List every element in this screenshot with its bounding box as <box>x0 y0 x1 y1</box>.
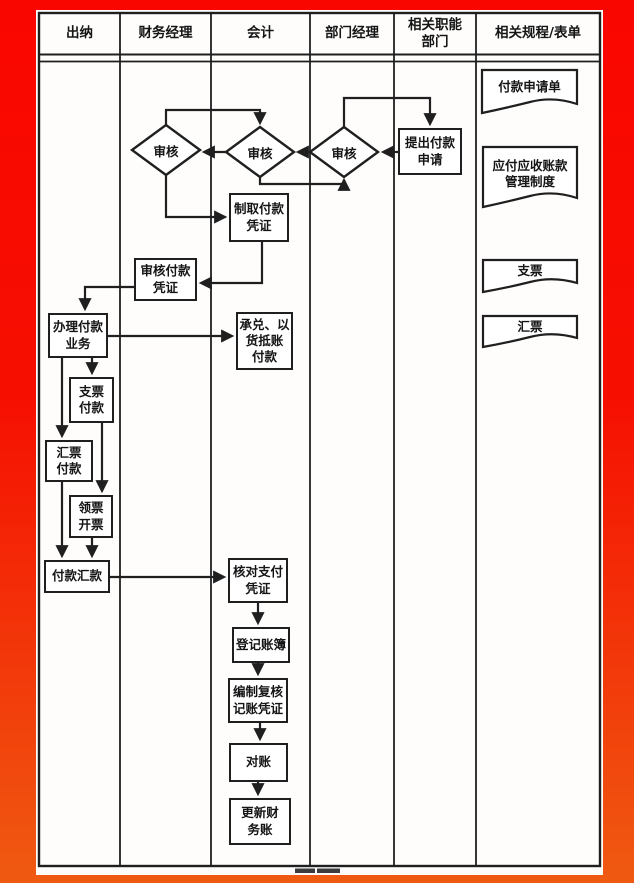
document-shapes <box>480 68 579 349</box>
doc-label-payment-application-form: 付款申请单 <box>498 78 561 94</box>
decision-label-review-finance-manager: 审核 <box>153 143 179 159</box>
dash-mark-left <box>295 868 315 873</box>
step-register-ledger: 登记账簿 <box>232 627 290 663</box>
doc-shape-payment-application-form <box>480 68 579 115</box>
lane-header-related-procedures-forms: 相关规程/表单 <box>495 25 581 42</box>
diamond-review-dept-manager <box>307 125 381 179</box>
step-prepare-payment-voucher: 制取付款 凭证 <box>229 193 289 242</box>
step-update-financial-accounts: 更新财 务账 <box>229 798 291 845</box>
step-prepare-review-bookkeeping-voucher: 编制复核 记账凭证 <box>228 678 288 723</box>
arrow-review-voucher-to-handle-payment <box>78 285 134 312</box>
arrow-finance-review-to-prepare-voucher <box>164 175 228 224</box>
decision-shapes <box>129 123 381 179</box>
lane-header-cashier: 出纳 <box>66 25 93 42</box>
step-cheque-payment: 支票 付款 <box>69 377 114 423</box>
dash-mark-right <box>317 868 340 873</box>
arrow-dept-review-back-to-submit <box>342 96 437 127</box>
doc-label-draft: 汇票 <box>517 318 543 334</box>
scrub-marks <box>295 868 340 873</box>
step-review-payment-voucher: 审核付款 凭证 <box>134 258 197 301</box>
doc-shape-cheque <box>481 258 579 294</box>
step-reconciliation: 对账 <box>229 743 288 782</box>
lane-header-accountant: 会计 <box>247 25 274 42</box>
decision-label-review-dept-manager: 审核 <box>331 145 357 161</box>
doc-shape-draft <box>481 314 579 349</box>
step-payment-remittance: 付款汇款 <box>44 560 110 593</box>
lane-header-finance-manager: 财务经理 <box>138 25 193 42</box>
swimlane-grid <box>37 11 602 868</box>
arrow-finance-review-back-to-accountant-review <box>164 108 267 126</box>
doc-label-ap-ar-management-policy: 应付应收账款 管理制度 <box>492 157 568 189</box>
table-outer-border <box>37 11 602 868</box>
decision-label-review-accountant: 审核 <box>247 145 273 161</box>
step-verify-payment-voucher: 核对支付 凭证 <box>228 558 288 603</box>
step-acceptance-goods-offset-payment: 承兑、以 货抵账 付款 <box>236 312 293 370</box>
doc-label-cheque: 支票 <box>517 262 543 278</box>
lane-header-related-functional-dept: 相关职能 部门 <box>408 16 462 50</box>
diamond-review-accountant <box>223 125 297 179</box>
diamond-review-finance-manager <box>129 123 203 177</box>
step-collect-issue-tickets: 领票 开票 <box>69 495 113 538</box>
lane-header-dept-manager: 部门经理 <box>325 25 379 42</box>
step-draft-payment: 汇票 付款 <box>45 440 93 482</box>
arrow-accountant-review-back-to-dept-review <box>258 177 351 191</box>
step-submit-payment-request: 提出付款 申请 <box>398 128 462 175</box>
doc-shape-ap-ar-management-policy <box>481 145 579 209</box>
arrow-prepare-voucher-to-review-voucher <box>198 242 264 290</box>
step-handle-payment-business: 办理付款 业务 <box>48 313 108 358</box>
